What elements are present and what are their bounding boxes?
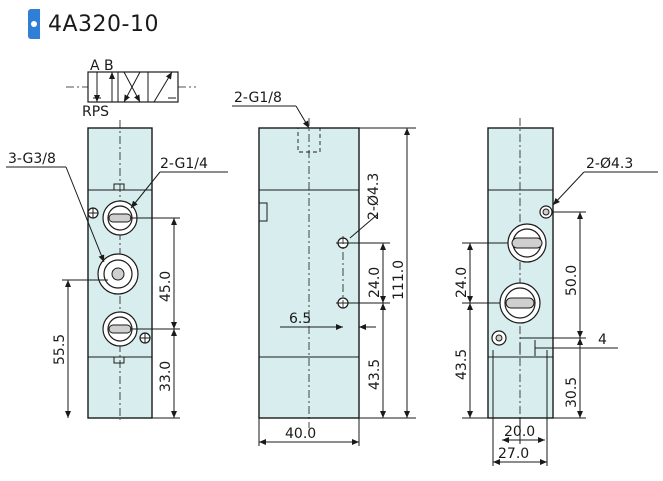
label-2-g1-8: 2-G1/8 xyxy=(234,90,282,106)
right-body xyxy=(487,127,554,419)
valve-symbol: A B RPS xyxy=(66,58,196,120)
dim-40-0: 40.0 xyxy=(285,426,316,442)
dim-24-0-side: 24.0 xyxy=(367,267,383,298)
dim-50-0: 50.0 xyxy=(564,265,580,296)
dim-55-5: 55.5 xyxy=(52,334,68,365)
dim-45-0: 45.0 xyxy=(158,271,174,302)
label-2-d4-3-side: 2-Ø4.3 xyxy=(366,173,382,220)
dim-43-5-right: 43.5 xyxy=(454,349,470,380)
dim-111-0: 111.0 xyxy=(391,260,407,300)
title-block: 4A320-10 xyxy=(28,8,159,40)
dim-4: 4 xyxy=(598,332,607,348)
page-title: 4A320-10 xyxy=(48,11,159,37)
dim-43-5-side: 43.5 xyxy=(367,359,383,390)
symbol-bottom-labels: RPS xyxy=(82,104,109,120)
label-3-g3-8: 3-G3/8 xyxy=(8,151,56,167)
right-view: 2-Ø4.3 24.0 43.5 50.0 30.5 4 20.0 27.0 xyxy=(454,118,658,466)
title-bullet-icon xyxy=(28,9,40,39)
symbol-top-labels: A B xyxy=(90,58,114,74)
dim-24-0-right: 24.0 xyxy=(454,267,470,298)
dim-6-5: 6.5 xyxy=(289,311,311,327)
dim-20-0: 20.0 xyxy=(504,424,535,440)
dim-27-0: 27.0 xyxy=(498,446,529,462)
label-2-d4-3-right: 2-Ø4.3 xyxy=(586,156,633,172)
side-view: 2-G1/8 2-Ø4.3 24.0 43.5 111.0 6.5 40.0 xyxy=(232,90,416,446)
label-2-g1-4: 2-G1/4 xyxy=(160,156,208,172)
dim-33-0: 33.0 xyxy=(158,361,174,392)
dim-30-5: 30.5 xyxy=(564,377,580,408)
front-view: 3-G3/8 2-G1/4 55.5 45.0 33.0 xyxy=(6,120,228,420)
